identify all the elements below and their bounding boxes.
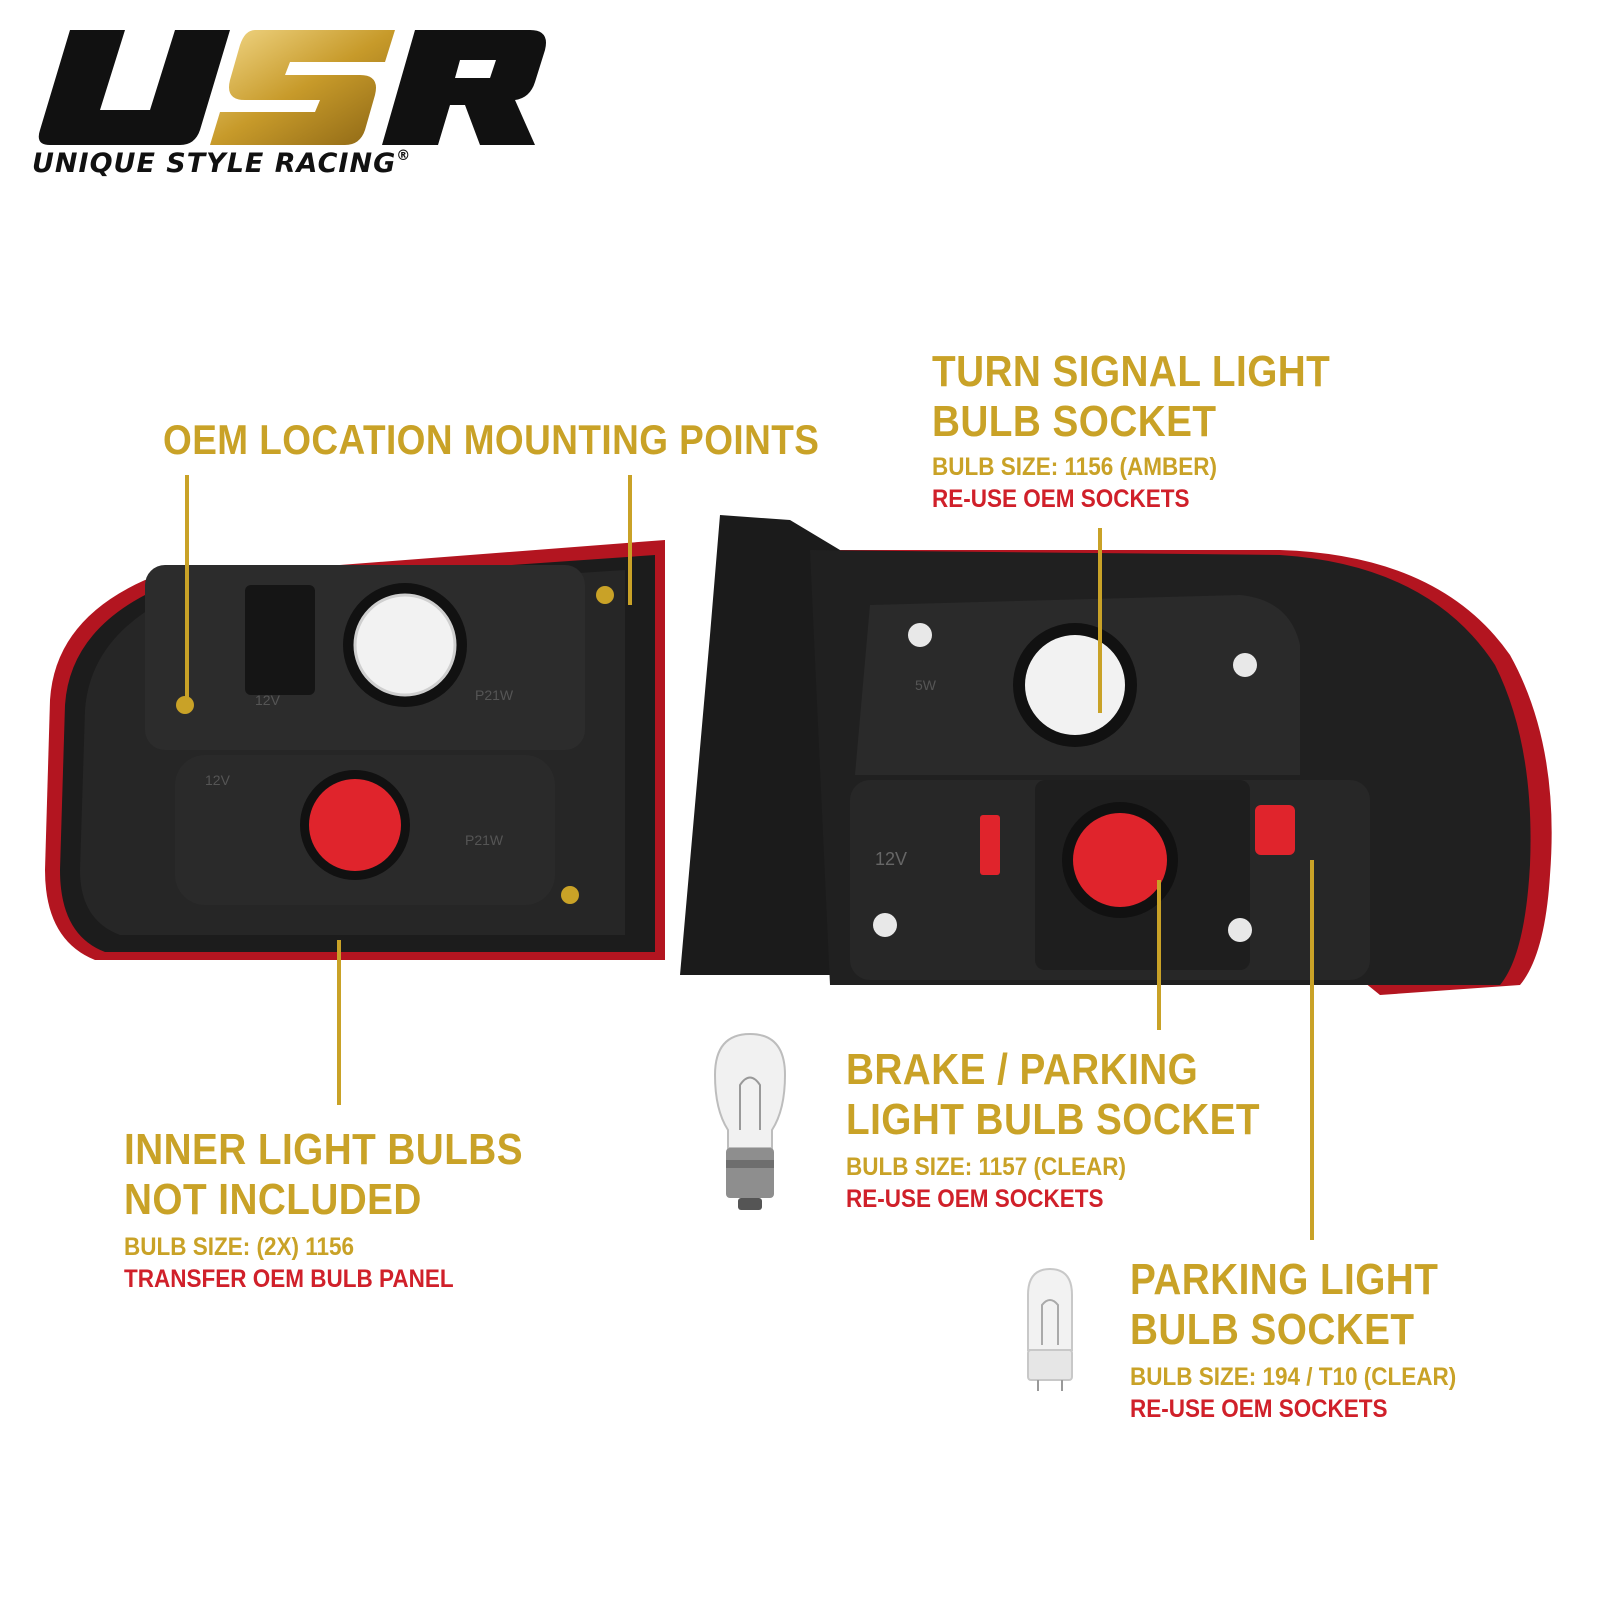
parking-bulb-size: BULB SIZE: 194 / T10 (CLEAR): [1130, 1363, 1457, 1391]
inner-note: TRANSFER OEM BULB PANEL: [124, 1265, 454, 1293]
left-lower-watt: P21W: [465, 832, 504, 848]
parking-title-1: PARKING LIGHT: [1130, 1255, 1439, 1304]
inner-bulb-size: BULB SIZE: (2X) 1156: [124, 1233, 355, 1261]
bulb-1157-icon: [713, 1032, 787, 1210]
callout-line-turn-signal: [1098, 528, 1102, 713]
left-upper-watt: P21W: [475, 687, 514, 703]
left-upper-voltage: 12V: [255, 692, 281, 708]
brake-parking-callout: BRAKE / PARKING LIGHT BULB SOCKET BULB S…: [846, 1045, 1316, 1215]
parking-note: RE-USE OEM SOCKETS: [1130, 1395, 1388, 1423]
turn-signal-bulb-size: BULB SIZE: 1156 (AMBER): [932, 453, 1218, 481]
turn-signal-note: RE-USE OEM SOCKETS: [932, 485, 1190, 513]
outer-tail-light-image: 5W 12V: [680, 515, 1552, 995]
left-lower-voltage: 12V: [205, 772, 231, 788]
callout-line-parking: [1310, 860, 1314, 1240]
inner-title-2: NOT INCLUDED: [124, 1175, 422, 1224]
callout-line-brake: [1157, 880, 1161, 1030]
right-lower-voltage: 12V: [875, 849, 907, 869]
brake-title-1: BRAKE / PARKING: [846, 1045, 1199, 1094]
turn-signal-title-2: BULB SOCKET: [932, 397, 1217, 446]
inner-title-1: INNER LIGHT BULBS: [124, 1125, 523, 1174]
inner-tail-light-image: 12V P21W 12V P21W: [45, 540, 665, 960]
callout-line-mounting-right: [628, 475, 632, 605]
brand-name: UNIQUE STYLE RACING: [32, 148, 397, 179]
parking-title-2: BULB SOCKET: [1130, 1305, 1415, 1354]
bulb-194-icon: [1027, 1267, 1073, 1391]
right-upper-watt: 5W: [915, 677, 937, 693]
callout-line-mounting-left: [185, 475, 189, 700]
brake-note: RE-USE OEM SOCKETS: [846, 1185, 1104, 1213]
registered-mark: ®: [396, 148, 412, 164]
turn-signal-callout: TURN SIGNAL LIGHT BULB SOCKET BULB SIZE:…: [932, 347, 1385, 515]
usr-logo-mark: [38, 30, 546, 145]
brake-title-2: LIGHT BULB SOCKET: [846, 1095, 1261, 1144]
brand-logo: UNIQUE STYLE RACING®: [30, 20, 550, 190]
inner-bulbs-callout: INNER LIGHT BULBS NOT INCLUDED BULB SIZE…: [124, 1125, 577, 1295]
turn-signal-title-1: TURN SIGNAL LIGHT: [932, 347, 1331, 396]
callout-line-inner: [337, 940, 341, 1105]
brake-bulb-size: BULB SIZE: 1157 (CLEAR): [846, 1153, 1127, 1181]
parking-callout: PARKING LIGHT BULB SOCKET BULB SIZE: 194…: [1130, 1255, 1493, 1425]
mounting-points-title: OEM LOCATION MOUNTING POINTS: [163, 416, 820, 463]
